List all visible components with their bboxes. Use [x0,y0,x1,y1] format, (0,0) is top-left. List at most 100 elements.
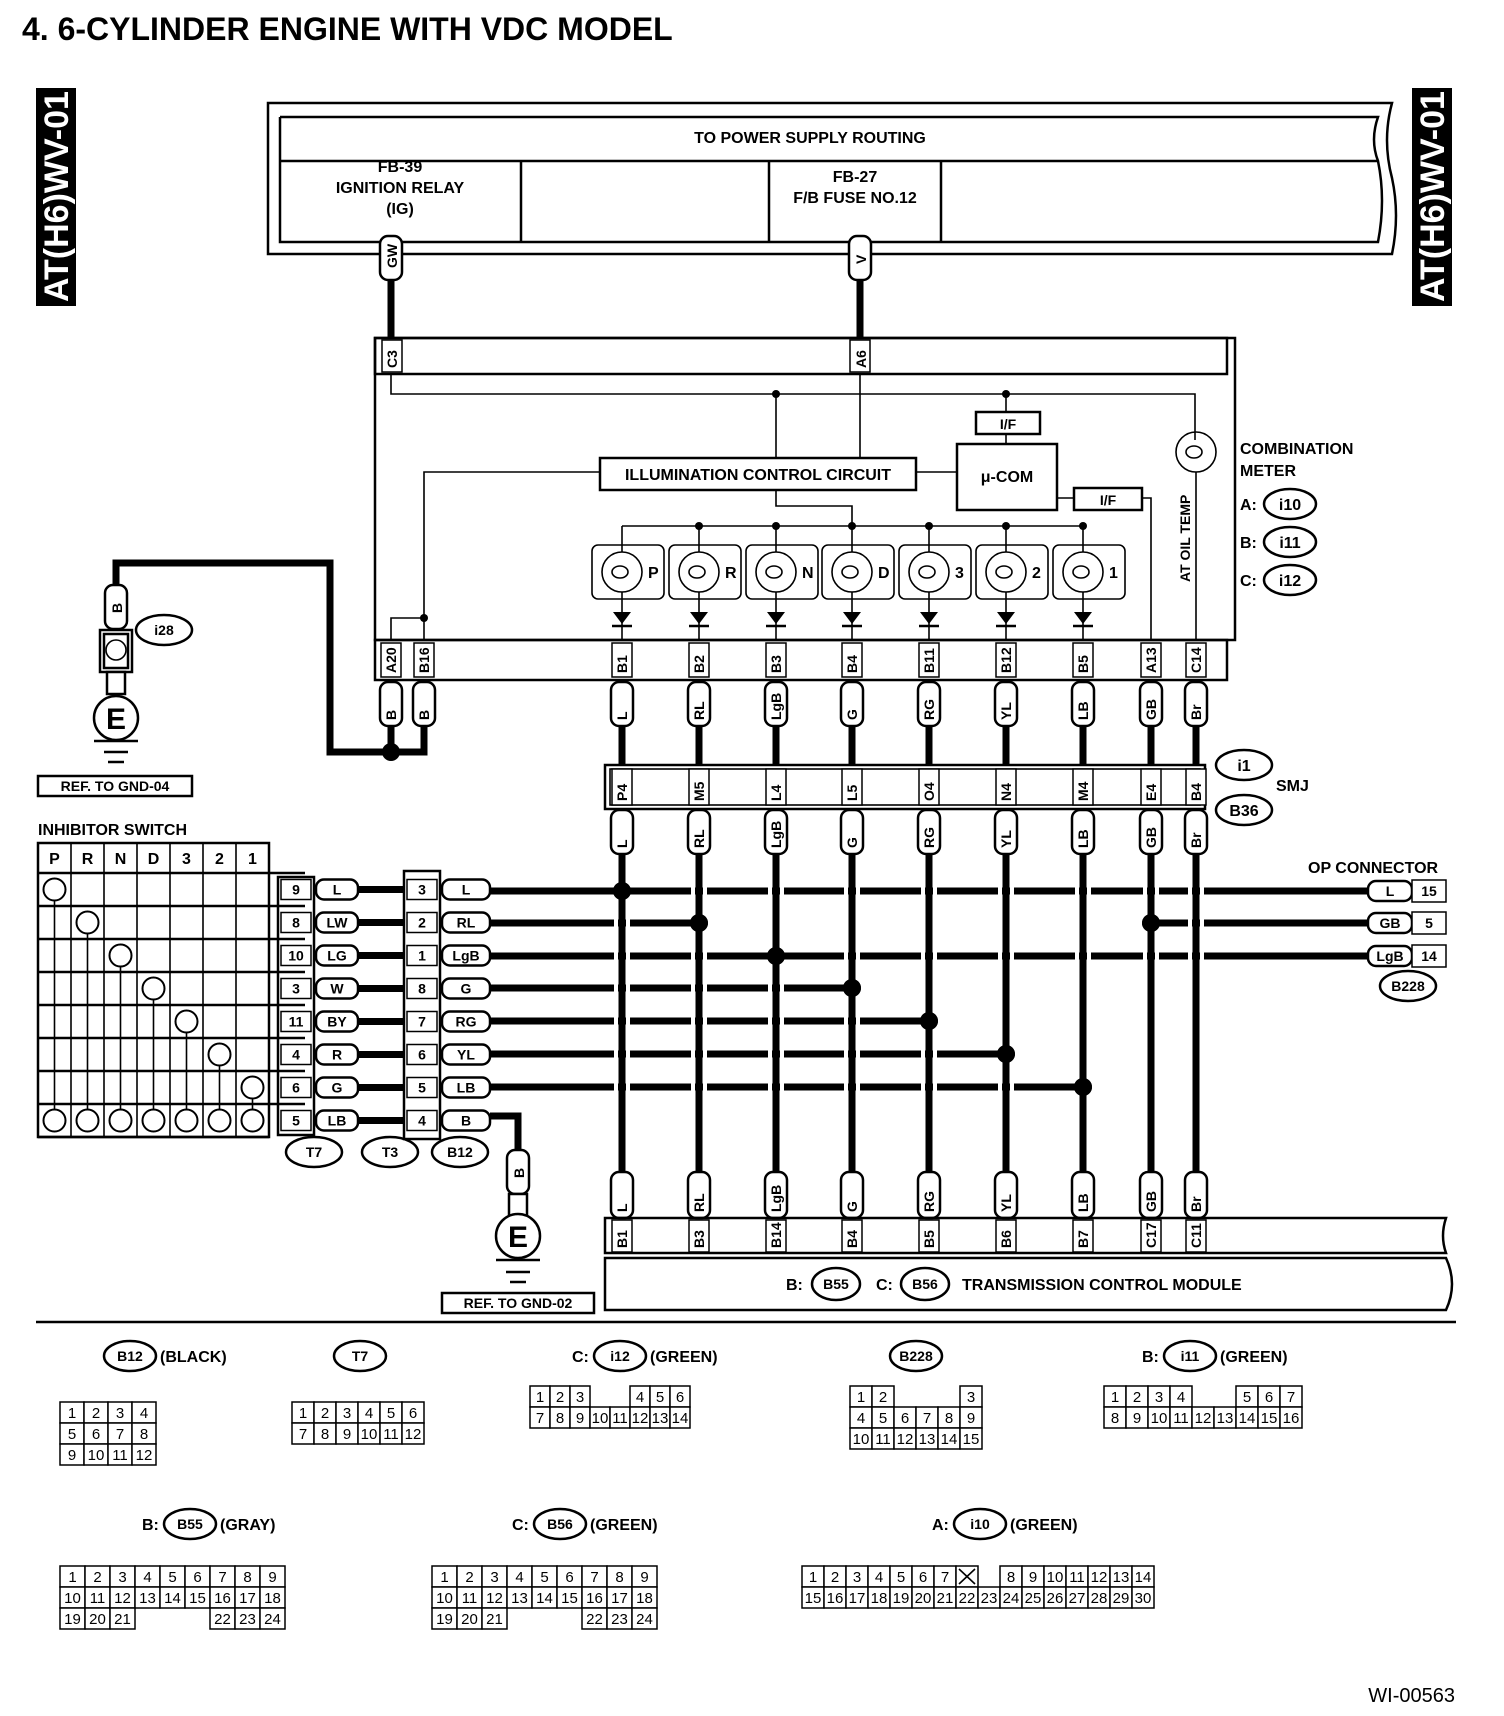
svg-text:C:: C: [1240,573,1257,590]
svg-text:LB: LB [1075,1193,1091,1212]
lamp-label: P [648,565,659,582]
svg-text:(GREEN): (GREEN) [1220,1349,1288,1366]
svg-text:5: 5 [418,1080,426,1096]
svg-text:4: 4 [143,1569,151,1586]
pin-a6: A6 [853,350,869,368]
svg-text:3: 3 [490,1569,498,1586]
svg-text:R: R [332,1047,342,1063]
svg-text:LgB: LgB [768,1185,784,1212]
svg-text:B:: B: [1142,1349,1159,1366]
svg-text:10: 10 [64,1590,81,1607]
svg-text:15: 15 [189,1590,206,1607]
pin-c3: C3 [384,350,400,368]
svg-text:B5: B5 [1075,655,1091,673]
svg-text:8: 8 [945,1410,953,1427]
fuse-line2: F/B FUSE NO.12 [793,190,917,207]
wire-tag-lb: LB [1070,680,1096,728]
tcm-pin-b1: B1 [611,1219,633,1253]
svg-text:A:: A: [1240,497,1257,514]
svg-text:T7: T7 [352,1348,369,1364]
svg-text:15: 15 [805,1590,822,1607]
svg-text:13: 13 [1217,1410,1234,1427]
lamp-label: N [802,565,814,582]
svg-text:24: 24 [1003,1590,1020,1607]
b12-pin-6: 6 YL [406,1043,492,1066]
wire-tag-smj-g: G [839,808,865,856]
combination-meter-label-1: COMBINATION [1240,441,1353,458]
svg-text:5: 5 [897,1569,905,1586]
svg-text:M5: M5 [691,781,707,801]
smj-pin-p4: P4 [611,768,633,806]
svg-text:5: 5 [656,1389,664,1406]
inhibitor-position-1: 1 [248,851,257,868]
svg-text:5: 5 [1425,915,1433,931]
svg-text:i10: i10 [1279,497,1301,514]
svg-text:23: 23 [611,1611,628,1628]
svg-text:RG: RG [456,1014,477,1030]
svg-text:6: 6 [919,1569,927,1586]
svg-text:11: 11 [112,1447,128,1464]
svg-text:23: 23 [981,1590,998,1607]
meter-pin-a13: A13 [1140,642,1162,678]
meter-pin-b5: B5 [1072,642,1094,678]
smj-pin-o4: O4 [918,768,940,806]
svg-text:1: 1 [1111,1389,1119,1406]
svg-text:14: 14 [1421,948,1437,964]
ref-gnd-04: REF. TO GND-04 [61,778,170,794]
svg-text:Br: Br [1188,704,1204,720]
svg-text:3: 3 [418,882,426,898]
svg-text:12: 12 [486,1590,503,1607]
svg-text:10: 10 [592,1410,609,1427]
svg-text:4: 4 [515,1569,523,1586]
svg-text:7: 7 [418,1014,426,1030]
svg-text:B1: B1 [614,655,630,673]
svg-text:12: 12 [632,1410,649,1427]
svg-text:B228: B228 [899,1348,933,1364]
svg-text:9: 9 [292,882,300,898]
op-connector-label: OP CONNECTOR [1308,860,1439,877]
wire-tag-smj-br: Br [1183,808,1209,856]
svg-text:2: 2 [321,1405,329,1422]
svg-text:A13: A13 [1143,647,1159,673]
svg-text:22: 22 [959,1590,976,1607]
svg-text:4: 4 [418,1113,426,1129]
wire-tag-tcm-lb: LB [1070,1170,1096,1220]
svg-text:8: 8 [615,1569,623,1586]
svg-text:20: 20 [915,1590,932,1607]
svg-text:13: 13 [652,1410,669,1427]
svg-text:5: 5 [1243,1389,1251,1406]
svg-text:B12: B12 [998,647,1014,673]
wire-tag-br: Br [1183,680,1209,728]
svg-text:6: 6 [418,1047,426,1063]
meter-pin-b4: B4 [841,642,863,678]
connector-b36: B36 [1229,803,1258,820]
tcm-pin-b5: B5 [918,1219,940,1253]
wire-tag-rl: RL [686,680,712,728]
wire-tag-tcm-br: Br [1183,1170,1209,1220]
svg-text:6: 6 [292,1080,300,1096]
svg-text:28: 28 [1091,1590,1108,1607]
svg-text:YL: YL [457,1047,475,1063]
svg-text:G: G [844,709,860,720]
svg-text:17: 17 [849,1590,866,1607]
svg-text:19: 19 [893,1590,910,1607]
tcm-label: TRANSMISSION CONTROL MODULE [962,1277,1242,1294]
inhibitor-position-2: 2 [215,851,224,868]
svg-text:16: 16 [214,1590,231,1607]
meter-pin-b3: B3 [765,642,787,678]
svg-text:2: 2 [831,1569,839,1586]
svg-text:5: 5 [387,1405,395,1422]
svg-text:13: 13 [139,1590,156,1607]
svg-text:L: L [614,839,630,848]
wire-tag-smj-yl: YL [993,808,1019,856]
svg-text:11: 11 [462,1590,478,1607]
